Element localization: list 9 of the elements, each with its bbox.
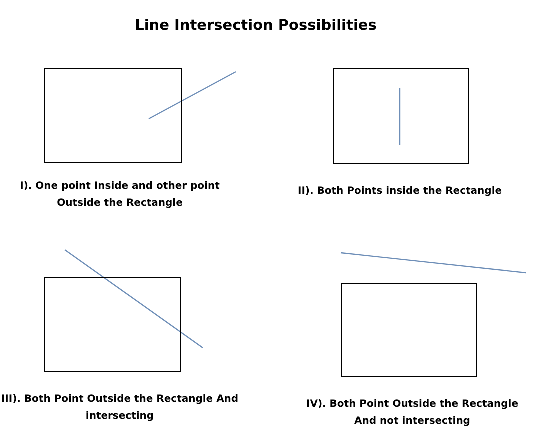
rectangle <box>44 277 181 372</box>
node-label: IV). Both Point Outside the Rectangle And not intersecting <box>306 398 520 429</box>
rectangle <box>333 68 469 164</box>
node-label: I). One point Inside and other point Outside the Rectangle <box>19 180 221 211</box>
rectangle <box>44 68 182 163</box>
diagram-title: Line Intersection Possibilities <box>134 18 378 34</box>
rectangle <box>341 283 477 377</box>
node-label: II). Both Points inside the Rectangle <box>296 185 504 199</box>
node-label: III). Both Point Outside the Rectangle And intersecting <box>0 393 240 424</box>
